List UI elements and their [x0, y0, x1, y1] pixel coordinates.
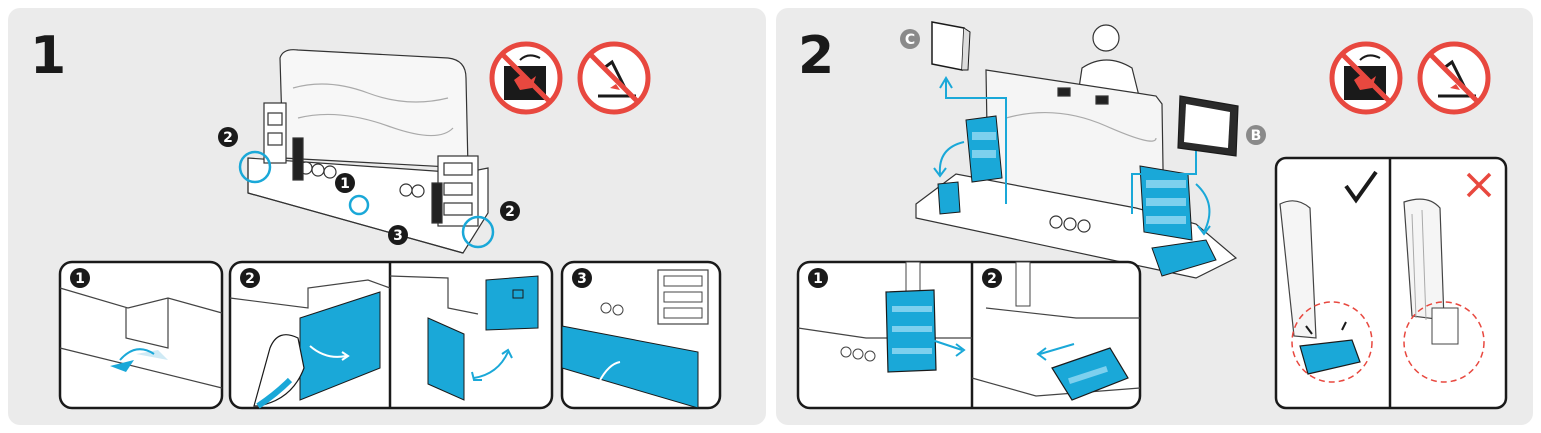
callout-badge-2-left: 2	[218, 127, 238, 147]
step-number: 1	[30, 26, 67, 86]
step-2-panel: 2 C	[776, 8, 1533, 425]
check-icon	[1344, 170, 1378, 204]
foam-corner-left-removed	[933, 115, 1003, 215]
lift-arrow-c	[945, 78, 1007, 204]
callout-badge-2-right: 2	[500, 201, 520, 221]
detail-box-2: 2	[228, 260, 554, 410]
svg-text:2: 2	[223, 130, 233, 146]
highlight-circle-left	[238, 150, 272, 184]
callout-badge-1: 1	[335, 173, 355, 193]
lift-arrow-b	[1131, 132, 1197, 214]
detail-number: 1	[813, 271, 823, 287]
step-1-panel: 1	[8, 8, 766, 425]
no-press-screen-icon	[1329, 41, 1403, 115]
callout-badge-3: 3	[388, 225, 408, 245]
detail-number: 2	[987, 271, 997, 287]
part-label-c: C	[905, 32, 915, 48]
detail-box-1: 1	[58, 260, 224, 410]
detail-box-pair: 1 2	[796, 260, 1142, 410]
correct-vs-wrong-box	[1274, 156, 1508, 410]
no-press-screen-icon	[489, 41, 563, 115]
step-number: 2	[798, 26, 835, 86]
no-lay-flat-icon	[1417, 41, 1491, 115]
tv-packaging-illustration	[247, 49, 489, 254]
detail-number: 3	[577, 271, 587, 287]
detail-number: 2	[245, 271, 255, 287]
foam-corner-right-removed	[1139, 165, 1217, 277]
detail-number: 1	[75, 271, 85, 287]
svg-text:3: 3	[393, 228, 403, 244]
svg-text:1: 1	[340, 176, 350, 192]
part-b-bracket: B	[1177, 95, 1266, 157]
detail-box-3: 3	[560, 260, 722, 410]
part-c-bracket: C	[900, 21, 971, 71]
part-label-b: B	[1251, 128, 1262, 144]
cross-icon	[1466, 172, 1492, 198]
step-2-illustration: C	[796, 21, 1508, 410]
highlight-circle-right	[461, 215, 495, 249]
svg-text:2: 2	[505, 204, 515, 220]
no-lay-flat-icon	[577, 41, 651, 115]
highlight-circle-tape	[348, 194, 370, 216]
step-1-illustration: 2 1 2 3	[58, 41, 722, 410]
